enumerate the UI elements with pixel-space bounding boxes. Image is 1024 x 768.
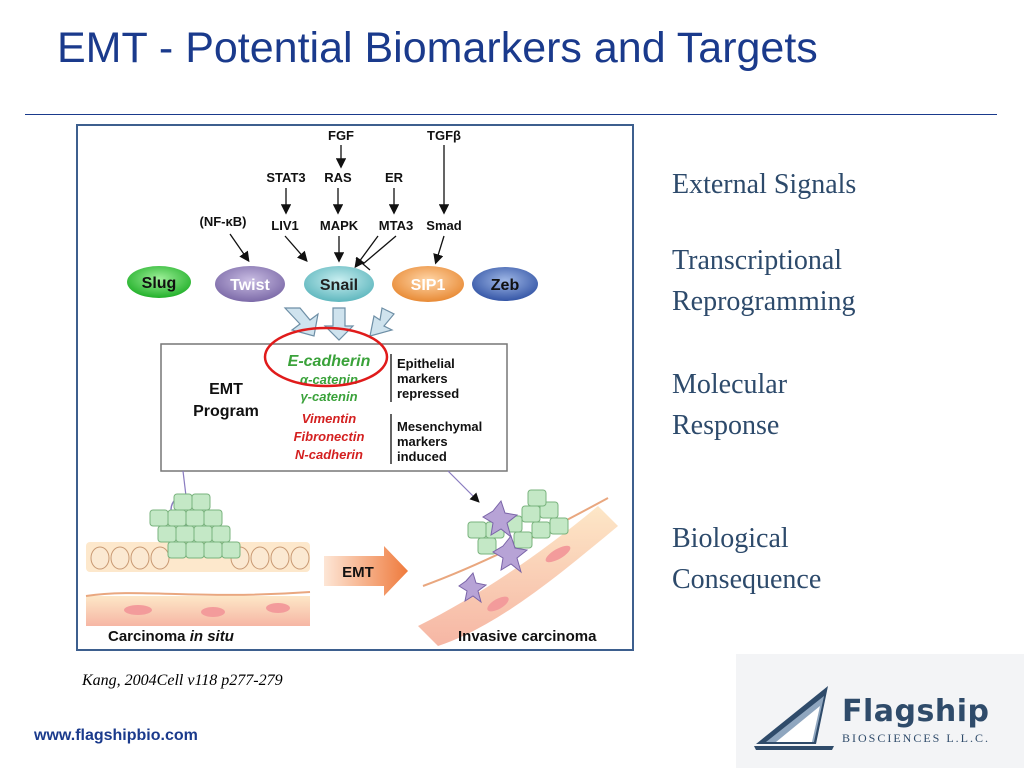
side-label-biological-line2: Consequence — [672, 564, 822, 595]
side-label-molecular-line1: Molecular — [672, 369, 788, 400]
invasive-carcinoma-illustration — [418, 489, 618, 646]
marker-alpha-catenin: α-catenin — [300, 372, 358, 387]
side-label-transcriptional-reprogramming: Transcriptional Reprogramming — [672, 240, 856, 322]
website-link[interactable]: www.flagshipbio.com — [34, 727, 198, 744]
side-label-biological-line1: Biological — [672, 523, 789, 554]
emt-label: EMT — [209, 381, 243, 398]
signal-er: ER — [385, 170, 404, 185]
slide-title: EMT - Potential Biomarkers and Targets — [57, 24, 818, 72]
company-logo: Flagship BIOSCIENCES L.L.C. — [736, 654, 1024, 768]
emt-arrow-label: EMT — [342, 564, 374, 581]
mediator-mta3: MTA3 — [379, 218, 413, 233]
logo-name: Flagship — [842, 694, 990, 729]
zeb-pill — [472, 267, 538, 301]
tf-twist: Twist — [230, 277, 270, 294]
twist-pill — [215, 266, 285, 302]
side-label-biological-consequence: Biological Consequence — [672, 518, 821, 600]
side-label-transcriptional-line1: Transcriptional — [672, 245, 843, 276]
emt-pathway-diagram: FGF TGFβ STAT3 RAS ER (NF-κB) LIV1 MAPK … — [85, 128, 618, 646]
signal-ras: RAS — [324, 170, 352, 185]
transcription-factors: Slug Twist Snail SIP1 Zeb — [127, 266, 538, 302]
signaling-arrows — [229, 145, 450, 271]
mediator-mapk: MAPK — [320, 218, 359, 233]
title-divider — [25, 114, 997, 115]
carcinoma-in-situ-illustration — [85, 493, 311, 626]
emt-arrow — [324, 546, 408, 596]
side-label-molecular-response: Molecular Response — [672, 364, 787, 446]
left-caption: Carcinoma in situ — [108, 628, 234, 645]
mesenchymal-note-1: Mesenchymal — [397, 419, 482, 434]
citation: Kang, 2004Cell v118 p277-279 — [82, 672, 283, 689]
side-label-transcriptional-line2: Reprogramming — [672, 286, 856, 317]
tf-slug: Slug — [142, 275, 177, 292]
marker-e-cadherin: E-cadherin — [288, 353, 371, 370]
emt-pathway-figure: FGF TGFβ STAT3 RAS ER (NF-κB) LIV1 MAPK … — [76, 124, 634, 651]
right-connector — [447, 470, 480, 503]
signal-tgfb: TGFβ — [427, 128, 461, 143]
epithelial-note-1: Epithelial — [397, 356, 455, 371]
program-label: Program — [193, 403, 259, 420]
side-label-external-signals: External Signals — [672, 169, 857, 200]
slug-pill — [127, 266, 191, 298]
epithelial-note-2: markers — [397, 371, 448, 386]
marker-n-cadherin: N-cadherin — [295, 447, 363, 462]
e-cadherin-highlight — [263, 326, 389, 388]
tf-snail: Snail — [320, 277, 358, 294]
side-label-molecular-line2: Response — [672, 410, 780, 441]
sail-logo-icon — [754, 686, 834, 750]
mediator-smad: Smad — [426, 218, 461, 233]
tf-sip1: SIP1 — [411, 277, 446, 294]
reprogramming-arrows — [283, 307, 395, 341]
epithelial-note-3: repressed — [397, 386, 459, 401]
emt-program-box — [160, 343, 508, 472]
right-caption: Invasive carcinoma — [458, 628, 597, 645]
mesenchymal-note-3: induced — [397, 449, 447, 464]
marker-gamma-catenin: γ-catenin — [300, 389, 357, 404]
signal-stat3: STAT3 — [266, 170, 305, 185]
snail-pill — [304, 266, 374, 302]
mesenchymal-note-2: markers — [397, 434, 448, 449]
mediator-liv1: LIV1 — [271, 218, 298, 233]
marker-fibronectin: Fibronectin — [294, 429, 365, 444]
signal-nfkb: (NF-κB) — [200, 214, 247, 229]
tf-zeb: Zeb — [491, 277, 520, 294]
signal-fgf: FGF — [328, 128, 354, 143]
left-connector — [182, 470, 187, 497]
marker-vimentin: Vimentin — [302, 411, 356, 426]
sip1-pill — [392, 266, 464, 302]
logo-subtitle: BIOSCIENCES L.L.C. — [842, 731, 991, 745]
